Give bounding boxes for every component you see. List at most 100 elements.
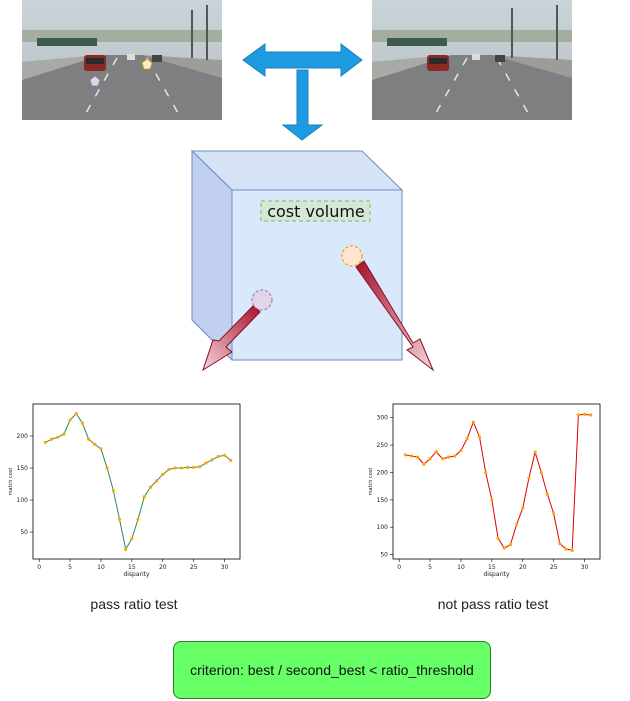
left-chart-data-point	[154, 479, 159, 483]
left-chart-x-axis-label: disparity	[123, 571, 150, 578]
right-chart-x-axis-label: disparity	[483, 571, 510, 578]
right-chart-data-point	[471, 420, 475, 424]
right-chart-x-tick-label: 20	[519, 564, 527, 571]
left-stereo-image	[22, 0, 222, 120]
left-chart-data-point	[173, 466, 177, 470]
right-chart-data-point	[533, 450, 537, 454]
right-chart-data-point	[558, 542, 562, 546]
left-chart-x-tick-label: 5	[68, 564, 72, 571]
right-chart-x-tick-label: 15	[488, 564, 496, 571]
right-chart-data-point	[521, 506, 525, 510]
right-chart-data-point	[564, 547, 568, 551]
left-chart-x-tick-label: 20	[159, 564, 167, 571]
cost-volume-cube	[190, 149, 404, 362]
down-arrow-icon	[281, 69, 324, 141]
right-chart-data-point	[576, 413, 580, 417]
right-chart-y-tick-label: 300	[377, 415, 389, 422]
left-chart-y-tick-label: 50	[20, 529, 28, 536]
left-chart-data-point	[136, 517, 140, 521]
left-chart-data-point	[74, 412, 78, 416]
right-chart-data-point	[403, 453, 407, 457]
right-chart-y-axis-label: match cost	[368, 468, 374, 496]
left-chart-y-axis-label: match cost	[8, 468, 14, 496]
right-chart-data-point	[496, 536, 500, 540]
left-chart-data-point	[161, 472, 165, 477]
horizontal-double-arrow-icon	[242, 42, 363, 78]
diagram-shapes: cost volume	[190, 42, 435, 372]
right-chart-data-point	[502, 546, 506, 550]
right-chart-x-tick-label: 25	[550, 564, 558, 571]
left-chart-caption: pass ratio test	[90, 596, 178, 612]
right-chart-data-point	[434, 450, 438, 454]
right-chart-x-tick-label: 5	[428, 564, 432, 571]
left-chart-data-point	[49, 437, 54, 441]
left-chart-data-point	[117, 517, 122, 521]
left-chart-data-point	[210, 458, 214, 462]
purple-marker-icon	[89, 75, 101, 87]
right-chart-y-tick-label: 200	[377, 469, 389, 476]
cost-volume-label: cost volume	[267, 202, 365, 221]
right-chart-data-point	[490, 498, 494, 502]
left-red-arrow-icon	[202, 304, 261, 372]
left-chart-data-point	[198, 465, 202, 469]
left-chart-data-point	[62, 432, 66, 436]
right-chart-data-point	[465, 436, 469, 441]
right-red-arrow-icon	[355, 260, 435, 372]
left-chart-data-point	[222, 453, 227, 457]
left-chart-data-point	[56, 435, 60, 439]
left-chart-data-point	[68, 418, 72, 422]
left-chart-data-point	[105, 466, 109, 470]
left-chart-data-point	[142, 495, 146, 499]
right-chart-data-point	[582, 412, 587, 417]
left-chart-data-point	[229, 458, 233, 462]
right-chart-data-point	[459, 448, 463, 453]
right-chart-data-point	[539, 470, 543, 475]
right-chart-data-point	[447, 455, 451, 459]
right-chart-data-point	[409, 454, 414, 458]
left-chart-x-tick-label: 25	[190, 564, 198, 571]
criterion-box: criterion: best / second_best < ratio_th…	[173, 641, 491, 699]
left-chart-data-point	[185, 465, 190, 470]
left-chart-x-tick-label: 15	[128, 564, 136, 571]
right-chart-data-point	[453, 454, 457, 458]
orange-sample-point-icon	[341, 245, 363, 267]
right-chart-data-point	[416, 455, 420, 459]
left-chart-data-point	[99, 447, 103, 451]
cost-volume-label-box	[260, 200, 371, 222]
purple-sample-point-icon	[251, 289, 273, 311]
right-chart-y-tick-label: 150	[377, 497, 389, 504]
left-chart-data-point	[80, 421, 85, 425]
right-chart-data-point	[545, 492, 550, 496]
right-chart-data-point	[477, 435, 482, 439]
left-chart-data-point	[167, 467, 171, 471]
right-stereo-image	[372, 0, 572, 120]
left-chart-data-point	[179, 466, 183, 470]
right-chart-data-point	[428, 457, 432, 461]
right-chart-data-point	[552, 511, 556, 516]
left-chart-data-point	[192, 465, 196, 470]
left-chart-data-point	[93, 442, 97, 446]
right-chart-data-point	[484, 470, 488, 475]
left-chart-data-point	[216, 454, 220, 459]
right-chart-data-point	[422, 462, 426, 466]
right-chart-y-tick-label: 50	[380, 552, 388, 559]
left-chart-y-tick-label: 150	[17, 465, 29, 472]
right-chart-data-point	[527, 476, 531, 480]
left-chart-x-tick-label: 30	[221, 564, 229, 571]
orange-marker-icon	[141, 58, 153, 70]
left-chart-data-point	[148, 485, 153, 489]
left-chart-data-point	[87, 437, 91, 441]
left-chart-data-point	[124, 547, 128, 551]
left-chart-x-tick-label: 10	[97, 564, 105, 571]
right-chart-y-tick-label: 250	[377, 442, 389, 449]
right-chart-data-point	[570, 548, 574, 552]
right-chart-data-point	[589, 413, 593, 417]
right-chart-caption: not pass ratio test	[437, 596, 549, 612]
left-chart-data-point	[43, 440, 47, 445]
left-chart-plot-frame	[32, 403, 241, 560]
right-chart-x-tick-label: 30	[581, 564, 589, 571]
left-chart-data-point	[130, 536, 134, 541]
right-chart-data-point	[514, 522, 519, 527]
